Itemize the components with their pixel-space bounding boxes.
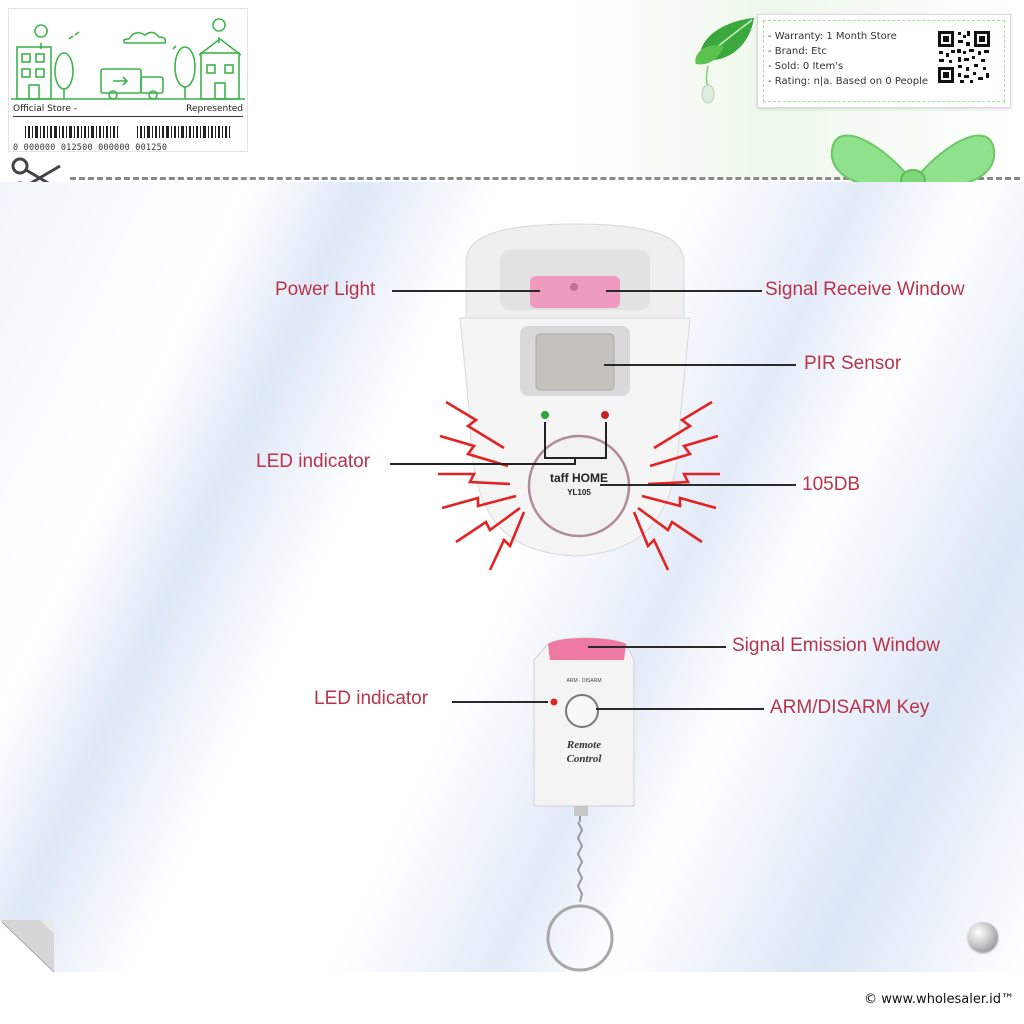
led-indicator-main-label: LED indicator [256,451,371,472]
leaf-icon [695,18,754,104]
barcode-icon [25,126,230,138]
pin-icon [968,922,998,952]
pir-sensor-label: PIR Sensor [804,353,902,374]
brand-line: - Brand: Etc [768,46,827,57]
official-store-label: Official Store - [13,104,78,114]
remote-top-text: ARM · DISARM [567,678,602,684]
warranty-line: - Warranty: 1 Month Store [768,31,897,42]
motion-alarm-unit [459,223,691,557]
led-remote-line [452,701,548,703]
rating-line: - Rating: n|a. Based on 0 People [768,76,929,87]
remote-control [533,637,635,816]
remote-label-2: Control [567,753,603,765]
signal-receive-window-label: Signal Receive Window [765,279,965,300]
product-info-lines: - Warranty: 1 Month Store - Brand: Etc -… [768,29,928,89]
represented-label: Represented [186,104,243,114]
page-curl-icon [0,920,55,973]
city-illustration [11,18,245,100]
arm-disarm-key-label: ARM/DISARM Key [770,697,930,718]
product-info-card: - Warranty: 1 Month Store - Brand: Etc -… [757,14,1011,108]
db-level-label: 105DB [802,474,861,495]
cut-dashed-line [70,177,1020,180]
model-text: YL105 [567,488,591,497]
store-card: Official Store - Represented [8,8,248,153]
product-info-frame: - Warranty: 1 Month Store - Brand: Etc -… [763,20,1005,102]
led-indicator-remote-label: LED indicator [314,688,429,709]
signal-receive-line [606,290,762,292]
power-light-label: Power Light [275,279,376,300]
arm-disarm-line [596,708,764,710]
barcode: 0 000000 012500 000000 001250 [13,123,243,153]
store-labels: Official Store - Represented [13,104,243,117]
barcode-digits: 0 000000 012500 000000 001250 [13,143,168,153]
signal-emission-line [588,646,726,648]
qr-code-icon [936,29,992,85]
remote-label-1: Remote [566,739,601,751]
keychain [546,816,614,972]
alarm-sound-lines [438,400,720,571]
db-line [600,484,796,486]
brand-text: taff HOME [550,471,608,485]
power-light-line [392,290,540,292]
pir-sensor-line [604,364,796,366]
footer-copyright: © www.wholesaler.id™ [864,992,1014,1007]
sold-line: - Sold: 0 Item's [768,61,844,72]
signal-emission-window-label: Signal Emission Window [732,635,941,656]
